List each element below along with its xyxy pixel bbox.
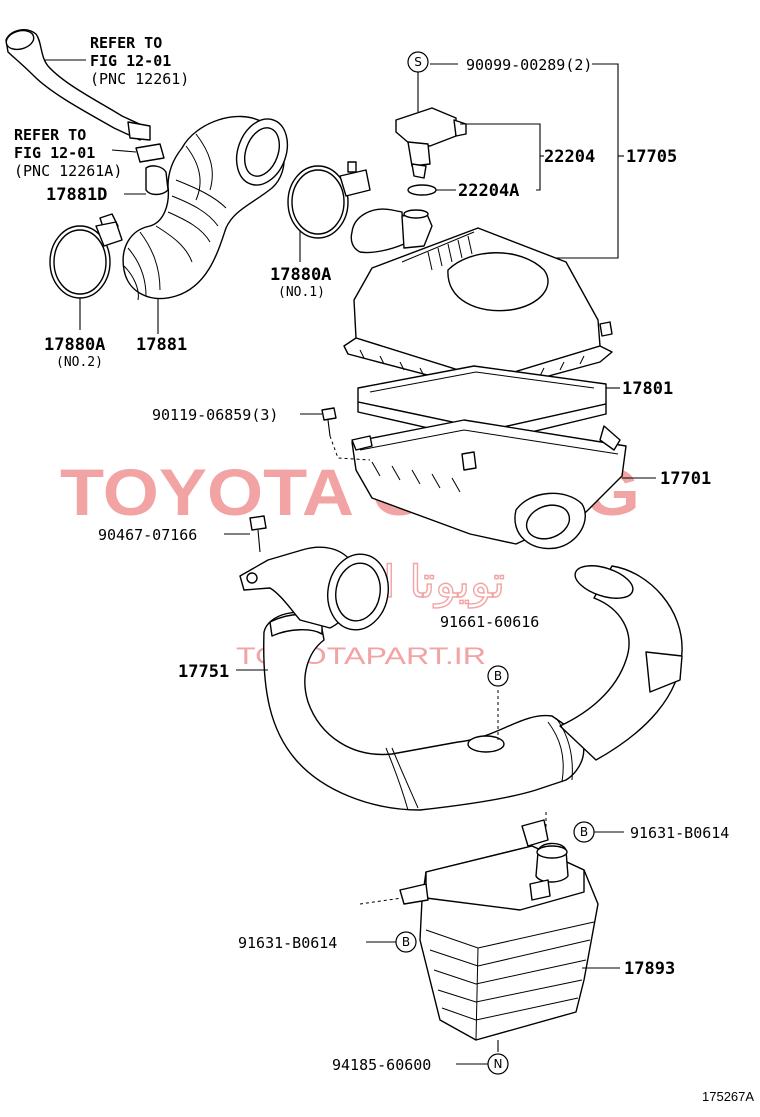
label-17880a-no1: 17880A — [270, 265, 331, 285]
inlet-duct-17751 — [236, 546, 683, 811]
svg-text:B: B — [494, 669, 502, 683]
ref2-line1: REFER TO — [14, 126, 86, 144]
ref1-line2: FIG 12-01 — [90, 52, 171, 70]
label-22204a: 22204A — [458, 181, 519, 201]
ref2-line3: (PNC 12261A) — [14, 162, 122, 180]
label-94185-60600: 94185-60600 — [332, 1056, 431, 1074]
ref1-line3: (PNC 12261) — [90, 70, 189, 88]
bubble-b-91661: B — [487, 665, 509, 687]
callout-brackets-top — [460, 63, 624, 259]
bolt-90119 — [300, 407, 371, 461]
screw-90467 — [224, 515, 267, 553]
clamp-17880a-no2 — [49, 221, 123, 330]
svg-text:B: B — [402, 935, 410, 949]
label-17701: 17701 — [660, 469, 711, 489]
ref-hose-12261 — [5, 29, 151, 141]
label-90099-00289: 90099-00289(2) — [466, 56, 592, 74]
label-17880a-no2: 17880A — [44, 335, 105, 355]
label-17881: 17881 — [136, 335, 187, 355]
label-no2: (NO.2) — [56, 355, 103, 370]
label-22204: 22204 — [544, 147, 595, 167]
drawing-code: 175267A — [702, 1089, 754, 1104]
bubble-b-91631-upper: B — [573, 821, 595, 843]
reference-note-12261a: REFER TO FIG 12-01 (PNC 12261A) — [14, 126, 122, 180]
label-17751: 17751 — [178, 662, 229, 682]
label-91661-60616: 91661-60616 — [440, 613, 539, 631]
label-no1: (NO.1) — [278, 285, 325, 300]
bubble-n: N — [487, 1053, 509, 1075]
ref1-line1: REFER TO — [90, 34, 162, 52]
label-17881d: 17881D — [46, 185, 107, 205]
label-90467-07166: 90467-07166 — [98, 526, 197, 544]
ref-fitting-12261a — [111, 143, 169, 196]
label-91631-b0614-lower: 91631-B0614 — [238, 934, 337, 952]
clamp-17880a-no1 — [287, 161, 371, 262]
label-91631-b0614-upper: 91631-B0614 — [630, 824, 729, 842]
svg-text:B: B — [580, 825, 588, 839]
ref2-line2: FIG 12-01 — [14, 144, 95, 162]
label-90119-06859: 90119-06859(3) — [152, 406, 278, 424]
bubble-b-91631-lower: B — [395, 931, 417, 953]
svg-text:N: N — [494, 1057, 503, 1071]
resonator-17893 — [359, 812, 624, 1052]
label-17705: 17705 — [626, 147, 677, 167]
reference-note-12261: REFER TO FIG 12-01 (PNC 12261) — [90, 34, 189, 88]
bubble-s: S — [407, 51, 429, 73]
label-17801: 17801 — [622, 379, 673, 399]
airflow-sensor-22204 — [395, 72, 467, 196]
svg-text:S: S — [414, 55, 422, 69]
hose-17881 — [99, 115, 289, 301]
label-17893: 17893 — [624, 959, 675, 979]
air-cleaner-case-17701 — [351, 419, 656, 550]
air-cleaner-cap — [343, 208, 613, 393]
